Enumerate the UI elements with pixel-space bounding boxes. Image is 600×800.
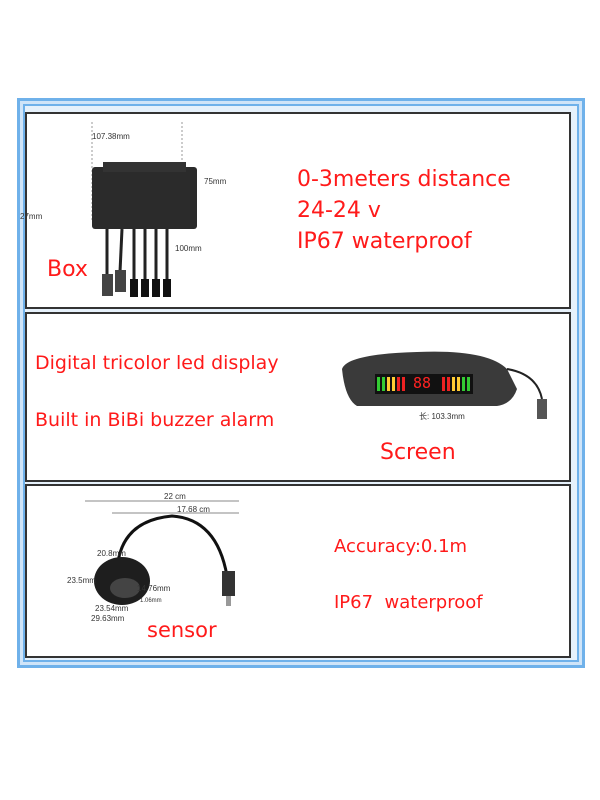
box-depth-dimension: 27mm xyxy=(20,212,43,221)
control-box-image xyxy=(91,122,197,297)
sensor-depth-dim: 14.76mm xyxy=(137,584,171,593)
sensor-cable-length: 17.68 cm xyxy=(177,505,210,514)
spec-distance: 0-3meters distance xyxy=(297,167,511,192)
box-panel: 107.38mm 75mm 27mm 100mm Box 0-3meters d… xyxy=(20,112,571,309)
sensor-panel: 22 cm 17.68 cm 20.8mm 23.5mm 14.76mm 1.0… xyxy=(25,484,571,658)
screen-length-dimension: 长: 103.3mm xyxy=(419,412,465,421)
led-display-image xyxy=(342,351,547,419)
spec-waterproof: IP67 waterproof xyxy=(297,229,472,254)
sensor-inner-dim: 23.54mm xyxy=(95,604,129,613)
led-digits: 88 xyxy=(413,374,432,392)
sensor-label: sensor xyxy=(147,618,217,642)
sensor-outer-dim: 29.63mm xyxy=(91,614,125,623)
screen-label: Screen xyxy=(380,440,456,465)
sensor-lip-dim: 1.06mm xyxy=(140,598,162,604)
screen-panel: Digital tricolor led display Built in Bi… xyxy=(25,312,571,482)
spec-sensor-waterproof: IP67 waterproof xyxy=(334,592,483,613)
box-width-dimension: 107.38mm xyxy=(92,132,130,141)
sensor-top-dim: 20.8mm xyxy=(97,549,126,558)
feature-led-display: Digital tricolor led display xyxy=(35,352,279,374)
feature-buzzer: Built in BiBi buzzer alarm xyxy=(35,409,275,431)
box-label: Box xyxy=(47,257,88,282)
box-cable-dimension: 100mm xyxy=(175,244,202,253)
sensor-height-dim: 23.5mm xyxy=(67,576,96,585)
sensor-total-length: 22 cm xyxy=(164,492,186,501)
box-specs: 0-3meters distance 24-24 v IP67 waterpro… xyxy=(297,164,511,257)
sensor-image xyxy=(85,500,239,606)
spec-voltage: 24-24 v xyxy=(297,198,381,223)
spec-accuracy: Accuracy:0.1m xyxy=(334,536,468,557)
box-height-dimension: 75mm xyxy=(204,177,227,186)
